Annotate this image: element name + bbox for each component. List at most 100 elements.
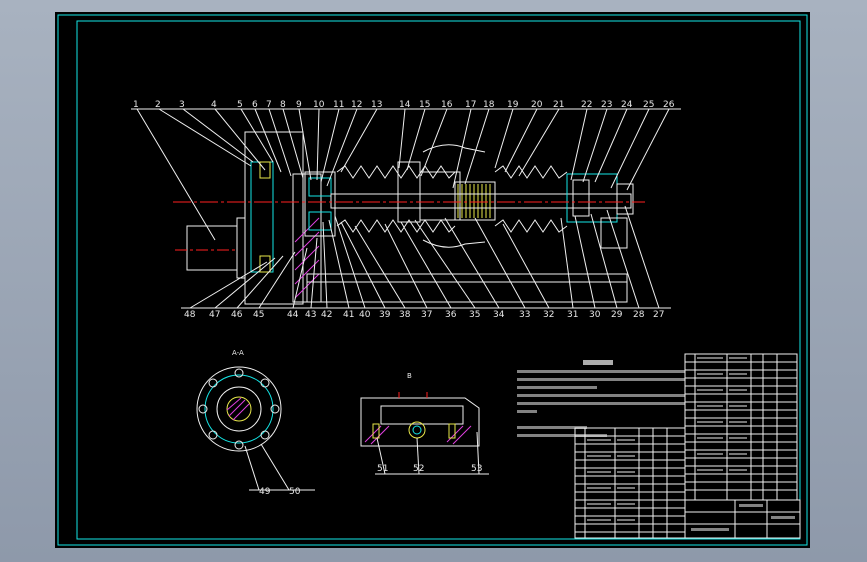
coupling-housing <box>244 131 304 305</box>
label-53: 53 <box>471 464 482 474</box>
balloon-9: 9 <box>296 100 302 110</box>
balloon-19: 19 <box>507 100 519 110</box>
balloon-5: 5 <box>237 100 243 110</box>
balloon-22: 22 <box>581 100 592 110</box>
balloon-38: 38 <box>399 310 411 320</box>
bolt-hole <box>260 378 270 388</box>
right-bearing <box>572 179 590 217</box>
balloon-10: 10 <box>313 100 325 110</box>
note-line <box>517 426 587 429</box>
balloon-43: 43 <box>305 310 316 320</box>
balloon-23: 23 <box>601 100 612 110</box>
balloon-2: 2 <box>155 100 161 110</box>
motor-flange <box>236 217 246 279</box>
notes-heading <box>583 360 613 365</box>
bolt-hole <box>208 430 218 440</box>
balloon-numbers-top: 1 2 3 4 5 6 7 8 9 10 11 12 13 14 15 16 1… <box>133 100 675 110</box>
flange-inner <box>216 386 262 432</box>
screw-right <box>448 423 456 439</box>
bolt-hole <box>234 440 244 450</box>
balloon-27: 27 <box>653 310 664 320</box>
main-assembly <box>173 131 645 305</box>
balloon-12: 12 <box>351 100 362 110</box>
bore-hatch <box>226 397 250 421</box>
label-49: 49 <box>259 487 271 497</box>
balloon-14: 14 <box>399 100 411 110</box>
balloon-28: 28 <box>633 310 645 320</box>
break-line-bottom <box>422 239 486 248</box>
bom-lower <box>574 427 686 539</box>
view-b: B 51 52 53 <box>360 372 489 475</box>
leaders-top <box>136 108 670 241</box>
note-line <box>517 394 685 397</box>
balloon-35: 35 <box>469 310 480 320</box>
balloon-13: 13 <box>371 100 382 110</box>
bearing-bottom <box>308 211 332 231</box>
balloon-15: 15 <box>419 100 430 110</box>
bom-upper <box>684 353 798 501</box>
break-line-top <box>422 144 486 153</box>
balloon-40: 40 <box>359 310 371 320</box>
balloon-20: 20 <box>531 100 543 110</box>
view-b-label: B <box>407 372 412 380</box>
balloon-8: 8 <box>280 100 286 110</box>
bearing-seat <box>304 171 336 237</box>
flange <box>397 161 421 223</box>
nut-block-outline <box>360 397 480 447</box>
section-a-a: A-A 49 50 <box>196 349 315 497</box>
label-52: 52 <box>413 464 424 474</box>
bom-lower-rows <box>575 428 685 538</box>
flange-mid <box>204 374 274 444</box>
bellows-right-bottom <box>494 219 568 233</box>
bolt-hole <box>260 430 270 440</box>
note-line <box>517 378 685 381</box>
nut-housing <box>419 171 461 221</box>
support-block <box>600 217 628 249</box>
parts-list <box>574 353 798 539</box>
base-plate <box>306 273 628 303</box>
bellows-left-bottom <box>336 219 456 233</box>
outer-frame <box>57 14 808 546</box>
section-a-a-label: A-A <box>232 349 244 357</box>
shaft-bore <box>226 396 252 422</box>
balloon-1: 1 <box>133 100 139 110</box>
balloon-29: 29 <box>611 310 623 320</box>
balloon-21: 21 <box>553 100 564 110</box>
nut-bore-inner <box>412 425 422 435</box>
title-block <box>684 499 801 539</box>
leaders-bottom <box>189 205 660 309</box>
bom-upper-rows <box>685 354 797 500</box>
balloon-46: 46 <box>231 310 243 320</box>
drawing-sheet: 1 2 3 4 5 6 7 8 9 10 11 12 13 14 15 16 1… <box>55 12 810 548</box>
balloon-30: 30 <box>589 310 601 320</box>
note-line <box>517 402 685 405</box>
balloon-18: 18 <box>483 100 495 110</box>
coupling-key-bottom <box>259 255 271 273</box>
nut-block-top <box>380 405 464 425</box>
note-line <box>517 410 537 413</box>
balloon-11: 11 <box>333 100 344 110</box>
bolt-hole <box>208 378 218 388</box>
balloon-32: 32 <box>543 310 554 320</box>
balloon-6: 6 <box>252 100 258 110</box>
screw-shaft <box>330 193 632 209</box>
balloon-16: 16 <box>441 100 453 110</box>
bom-cell-glyphs <box>587 357 747 521</box>
label-51: 51 <box>377 464 388 474</box>
balloon-31: 31 <box>567 310 578 320</box>
balloon-44: 44 <box>287 310 299 320</box>
balloon-3: 3 <box>179 100 185 110</box>
balloon-34: 34 <box>493 310 505 320</box>
balloon-numbers-bottom: 48 47 46 45 44 43 42 41 40 39 38 37 36 3… <box>184 310 664 320</box>
bellows-right-top <box>494 165 568 179</box>
balloon-33: 33 <box>519 310 530 320</box>
bolt-hole <box>270 404 280 414</box>
note-line <box>517 386 597 389</box>
motor-body <box>186 225 238 271</box>
balloon-4: 4 <box>211 100 217 110</box>
balloon-17: 17 <box>465 100 476 110</box>
flange-outer <box>196 366 282 452</box>
inner-frame <box>76 20 801 540</box>
title-block-frame <box>684 499 801 539</box>
balloon-45: 45 <box>253 310 264 320</box>
